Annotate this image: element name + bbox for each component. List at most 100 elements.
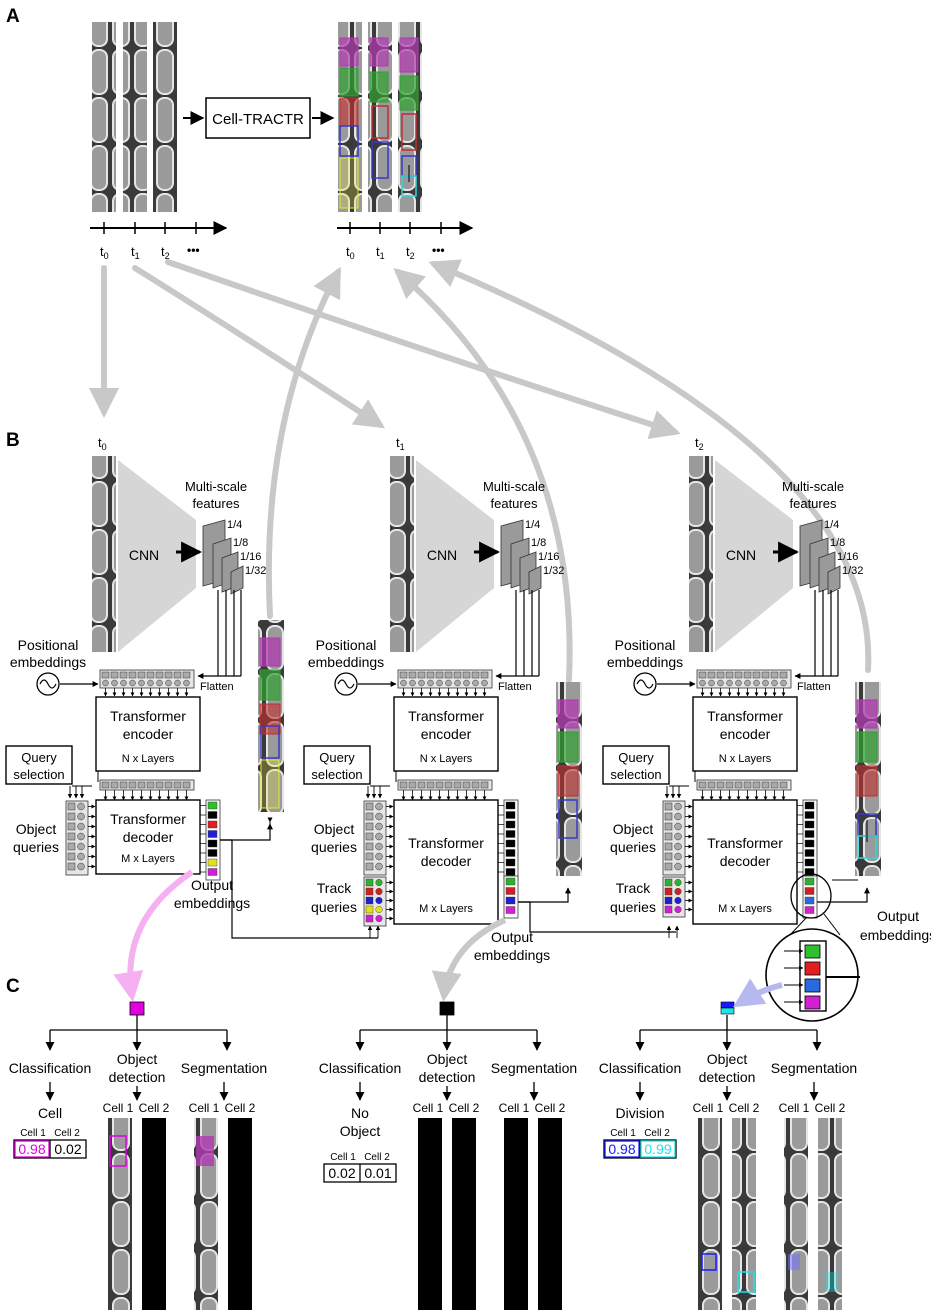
cell-mask — [557, 731, 579, 763]
memory-token — [462, 781, 471, 789]
memory-token — [716, 781, 725, 789]
multiscale-label: features — [491, 496, 538, 511]
score-header: Cell 1 — [610, 1128, 636, 1139]
class-label: Object — [340, 1123, 381, 1139]
token — [735, 679, 742, 687]
cell-column-header: Cell 1 — [413, 1101, 444, 1115]
object-query — [674, 822, 682, 831]
object-query — [67, 842, 76, 851]
scale-label: 1/32 — [245, 565, 266, 577]
score-header: Cell 2 — [364, 1152, 390, 1163]
memory-token — [110, 781, 119, 789]
object-query — [77, 852, 85, 861]
token — [427, 679, 434, 687]
score-cell1: 0.02 — [328, 1165, 355, 1181]
gray-arrow-c2 — [431, 917, 507, 1002]
head-column-2: ClassificationObjectdetectionSegmentatio… — [599, 1001, 857, 1310]
cnn-block — [715, 460, 793, 652]
token — [111, 679, 118, 687]
memory-token — [480, 781, 489, 789]
cell-mask — [259, 669, 281, 701]
output-label: embeddings — [174, 895, 250, 911]
token — [164, 671, 173, 679]
segmentation-image — [784, 1118, 808, 1310]
track-query — [375, 915, 383, 923]
token — [480, 671, 489, 679]
token — [400, 679, 407, 687]
svg-text:•••: ••• — [432, 243, 445, 257]
object-query — [375, 842, 383, 851]
feature-map — [528, 565, 542, 595]
query-selection-label: Query — [319, 750, 355, 765]
input-frame — [390, 456, 414, 652]
token — [418, 679, 425, 687]
object-query — [375, 852, 383, 861]
time-labels: t0 t1 t2 ••• t0 t1 t2 ••• — [100, 243, 445, 261]
object-queries-label: Object — [16, 821, 57, 837]
memory-token — [155, 781, 164, 789]
token — [409, 679, 416, 687]
memory-token — [146, 781, 155, 789]
decoder-label: Transformer — [408, 835, 484, 851]
embedding-square — [720, 1007, 735, 1015]
scale-label: 1/32 — [842, 565, 863, 577]
object-query — [365, 842, 374, 851]
memory-token — [734, 781, 743, 789]
cell-column-header: Cell 1 — [693, 1101, 724, 1115]
track-query — [365, 878, 374, 887]
zoom-embedding — [804, 961, 821, 976]
output-embedding — [505, 801, 516, 810]
pipeline-t2: t2CNNMulti-scalefeatures1/41/81/161/32Fl… — [602, 435, 881, 963]
token — [481, 679, 488, 687]
output-embedding — [207, 858, 218, 867]
memory-token — [779, 781, 788, 789]
memory-token — [444, 781, 453, 789]
output-embedding — [505, 820, 516, 829]
track-output — [804, 906, 815, 914]
token — [182, 671, 191, 679]
output-embedding — [207, 868, 218, 876]
zoom-embedding — [804, 944, 821, 959]
token — [454, 679, 461, 687]
classification-label: Classification — [599, 1060, 681, 1076]
panel-a-input-frames — [92, 22, 177, 212]
scale-label: 1/4 — [824, 519, 839, 531]
object-query — [674, 862, 682, 871]
decoder-layers: M x Layers — [121, 853, 175, 865]
track-query — [375, 906, 383, 914]
decoder-label: decoder — [123, 829, 174, 845]
token — [762, 679, 769, 687]
decoder-label: Transformer — [707, 835, 783, 851]
token — [128, 671, 137, 679]
encoder-label: encoder — [123, 726, 174, 742]
token — [780, 679, 787, 687]
time-axis-left — [90, 221, 228, 235]
encoder-box — [95, 696, 201, 772]
class-label: Cell — [38, 1105, 62, 1121]
cell-column-header: Cell 2 — [729, 1101, 760, 1115]
cell-column-header: Cell 1 — [499, 1101, 530, 1115]
head-column-1: ClassificationObjectdetectionSegmentatio… — [319, 1001, 577, 1310]
object-query — [375, 812, 383, 821]
detection-label: Object — [707, 1051, 748, 1067]
track-output — [505, 906, 516, 914]
svg-text:t2: t2 — [406, 244, 415, 261]
svg-text:t1: t1 — [131, 244, 140, 261]
output-embedding — [505, 868, 516, 876]
cell-box — [558, 799, 578, 839]
track-query — [664, 905, 673, 914]
object-queries-label: queries — [311, 839, 357, 855]
detection-image — [452, 1118, 476, 1310]
object-query — [664, 852, 673, 861]
detection-box — [109, 1135, 127, 1167]
object-queries-label: Object — [314, 821, 355, 837]
memory-token — [426, 781, 435, 789]
input-frame — [689, 456, 713, 652]
pipeline-t1: t1CNNMulti-scalefeatures1/41/81/161/32Fl… — [303, 435, 582, 963]
object-query — [674, 852, 682, 861]
positional-label: embeddings — [607, 654, 683, 670]
frame-link — [817, 887, 870, 903]
gray-flow-arrows — [89, 259, 872, 683]
memory-token — [770, 781, 779, 789]
output-embedding — [804, 839, 815, 848]
